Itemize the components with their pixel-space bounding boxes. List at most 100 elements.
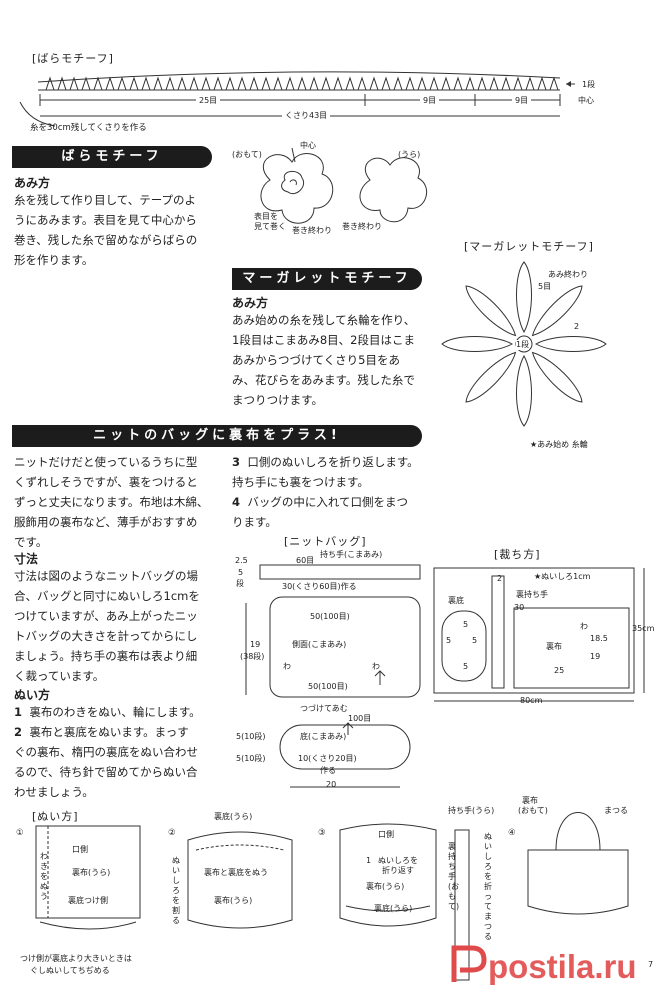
step-4-num: ④ — [508, 828, 516, 838]
s3-n1: 1 — [366, 856, 372, 865]
stitch-mark — [297, 76, 307, 91]
cutting-ura-mochite: 裏持ち手 — [516, 590, 548, 599]
s4-urafu1: 裏布 — [522, 796, 538, 805]
marguerite-row2: 2 — [574, 322, 580, 331]
stitch-mark — [369, 76, 379, 91]
knit-top50: 50(100目) — [310, 612, 350, 621]
knit-handle: 持ち手(こまあみ) — [320, 550, 383, 559]
page-number: 7 — [648, 960, 654, 969]
stitch-mark — [429, 76, 439, 91]
s2-sew: 裏布と裏底をぬう — [204, 868, 268, 877]
cutting-5b: 5 — [446, 636, 452, 645]
stitch-mark — [57, 76, 67, 91]
s1-kuchi: 口側 — [72, 845, 88, 854]
knit-wa2: わ — [372, 662, 380, 671]
rose-section-title: ばらモチーフ — [12, 146, 212, 168]
stitch-mark — [117, 76, 127, 91]
roll-note: 表目を 見て巻く — [254, 212, 286, 231]
stitch-mark — [201, 76, 211, 91]
stitch-mark — [69, 76, 79, 91]
s3-fold2: 折り返す — [382, 866, 414, 875]
s3-kuchi: 口側 — [378, 830, 394, 839]
s1-note1: つけ側が裏底より大きいときは — [20, 954, 132, 963]
s4-fold: ぬいしろを折ってまつる — [484, 832, 492, 941]
center-label: 中心 — [578, 96, 594, 105]
knit-h19: 19 — [250, 640, 261, 649]
cutting-wa: わ — [580, 622, 588, 631]
watermark-text: postila.ru — [488, 948, 637, 985]
rose-body: 糸を残して作り目して、テープのよ うにあみます。表目を見て中心から 巻き、残した… — [14, 193, 198, 267]
s1-urafu: 裏布(うら) — [72, 868, 111, 877]
stitch-mark — [225, 76, 235, 91]
rose-illustrations — [260, 147, 428, 224]
stitch-mark — [393, 76, 403, 91]
size-label: 寸法 — [14, 552, 39, 566]
cutting-seam: ★ぬいしろ1cm — [534, 572, 591, 581]
knit-h38: (38段) — [240, 652, 265, 661]
stitch-mark — [309, 76, 319, 91]
stitch-mark — [273, 76, 283, 91]
rose-center-label: 中心 — [300, 141, 316, 150]
marguerite-end-label: あみ終わり — [548, 270, 588, 279]
s3-urasoko: 裏底(うら) — [374, 904, 413, 913]
stitch-mark — [45, 76, 55, 91]
tail-note: 糸を30cm残してくさりを作る — [30, 123, 147, 133]
marguerite-chart — [441, 261, 607, 427]
s4-urahandle: 裏持ち手(おもて) — [448, 842, 460, 911]
stitch-mark — [285, 76, 295, 91]
stitch-mark — [465, 76, 475, 91]
stitch-mark — [513, 76, 523, 91]
stitch-mark — [405, 76, 415, 91]
marguerite-section-title: マーガレットモチーフ — [232, 268, 422, 290]
knit-b5b: 5(10段) — [236, 754, 266, 763]
s1-tsuke: 裏底つけ側 — [68, 896, 108, 905]
row1-label: 1段 — [582, 80, 596, 89]
sewing-title: [ぬい方] — [32, 810, 79, 823]
knit-make: 作る — [320, 766, 336, 775]
knit-b100: 100目 — [348, 714, 372, 723]
stitch-mark — [93, 76, 103, 91]
cutting-30: 30 — [514, 603, 525, 612]
stitch-mark — [453, 76, 463, 91]
knit-bag-section-title: ニットのバッグに裏布をプラス! — [12, 425, 422, 447]
s4-handle: 持ち手(うら) — [448, 806, 495, 815]
stitch-mark — [501, 76, 511, 91]
knit-bottom50: 50(100目) — [308, 682, 348, 691]
stitch-mark — [333, 76, 343, 91]
stitch-mark — [417, 76, 427, 91]
s2-urasoko: 裏底(うら) — [214, 812, 253, 821]
knit-h-dan: 段 — [236, 579, 244, 588]
knit-side: 側面(こまあみ) — [292, 640, 347, 649]
s3-fold1: ぬいしろを — [378, 856, 418, 865]
knit-diagram-title: [ニットバッグ] — [284, 535, 367, 548]
petal — [465, 351, 517, 403]
step-3-num: ③ — [318, 828, 326, 838]
knit-h25: 2.5 — [235, 556, 248, 565]
cutting-5a: 5 — [463, 620, 469, 629]
cutting-ura-soko: 裏底 — [448, 596, 464, 605]
step-2-num: ② — [168, 828, 176, 838]
s2-wari: ぬいしろを割る — [172, 856, 180, 925]
petal — [441, 336, 514, 352]
stitch-mark — [153, 76, 163, 91]
marguerite-row1: 1段 — [516, 340, 530, 350]
count-25: 25目 — [196, 96, 221, 106]
s3-urafu: 裏布(うら) — [366, 882, 405, 891]
marguerite-body: あみ始めの糸を残して糸輪を作り、 1段目はこまあみ8目、2段目はこま あみからつ… — [232, 313, 416, 407]
cutting-5c: 5 — [472, 636, 478, 645]
stitch-mark — [345, 76, 355, 91]
knit-wa1: わ — [283, 662, 291, 671]
wind-end-front: 巻き終わり — [292, 226, 332, 235]
stitch-mark — [165, 76, 175, 91]
front-label: (おもて) — [232, 150, 262, 159]
back-label: (うら) — [398, 150, 421, 159]
petal — [465, 285, 517, 337]
stitch-mark — [105, 76, 115, 91]
stitch-mark — [237, 76, 247, 91]
s1-waki: わきをぬう — [40, 852, 48, 901]
sew-steps: 1 裏布のわきをぬい、輪にします。 2 裏布と裏底をぬいます。まっす ぐの裏布、… — [14, 705, 201, 799]
cutting-layout — [433, 567, 645, 702]
cutting-19: 19 — [590, 652, 601, 661]
cutting-title: [裁ち方] — [494, 548, 541, 561]
knit-chain30: 30(くさり60目)作る — [282, 582, 357, 591]
